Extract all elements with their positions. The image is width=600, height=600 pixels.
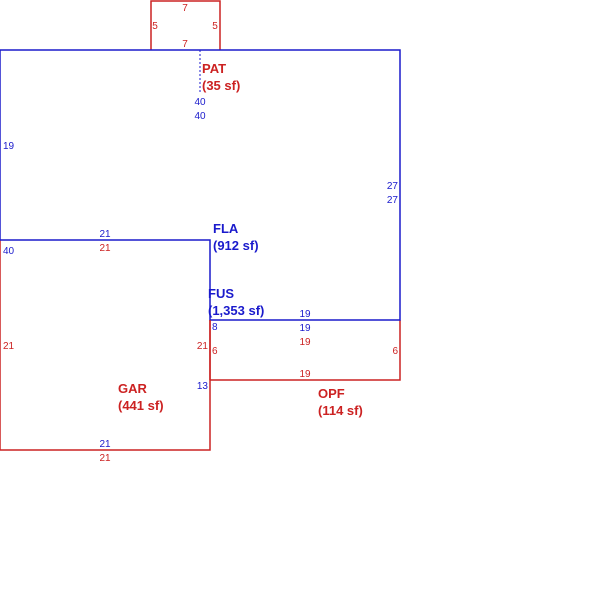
dim-inner-b: 21 (99, 243, 111, 254)
dim-gar-bottom-a: 21 (99, 439, 111, 450)
label-fla-area: (912 sf) (213, 238, 259, 253)
label-gar-code: GAR (118, 381, 148, 396)
dim-opf-top: 19 (299, 337, 311, 348)
dim-bottom-a: 19 (299, 309, 311, 320)
dim-gar-right: 21 (197, 341, 209, 352)
dim-main-top-b: 40 (194, 111, 206, 122)
pat-outline (150, 0, 221, 50)
dim-pat-right: 5 (212, 21, 218, 32)
dim-gar-bottom-b: 21 (99, 453, 111, 464)
dim-pat-left: 5 (152, 21, 158, 32)
label-pat-area: (35 sf) (202, 78, 240, 93)
label-pat-code: PAT (202, 61, 226, 76)
dim-opf-bottom: 19 (299, 369, 311, 380)
label-fla-code: FLA (213, 221, 239, 236)
dim-main-right-b: 27 (387, 195, 399, 206)
dim-main-left: 19 (3, 141, 15, 152)
opf-outline (210, 320, 401, 381)
dim-main-top-a: 40 (194, 97, 206, 108)
dim-fus-right-lower: 8 (212, 322, 218, 333)
label-fus-code: FUS (208, 286, 234, 301)
dim-inner-a: 21 (99, 229, 111, 240)
dim-gar-left: 21 (3, 341, 15, 352)
dim-pat-top: 7 (182, 3, 188, 14)
dim-main-right-a: 27 (387, 181, 399, 192)
gar-outline (0, 240, 211, 451)
label-gar-area: (441 sf) (118, 398, 164, 413)
dim-pat-bottom: 7 (182, 39, 188, 50)
label-opf-code: OPF (318, 386, 345, 401)
dim-main-left-lower: 40 (3, 246, 15, 257)
dim-gar-right-lower: 13 (197, 381, 209, 392)
label-opf-area: (114 sf) (318, 403, 363, 418)
dim-opf-left: 6 (212, 346, 218, 357)
dim-bottom-b: 19 (299, 323, 311, 334)
dim-opf-right: 6 (392, 346, 398, 357)
label-fus-area: (1,353 sf) (208, 303, 264, 318)
